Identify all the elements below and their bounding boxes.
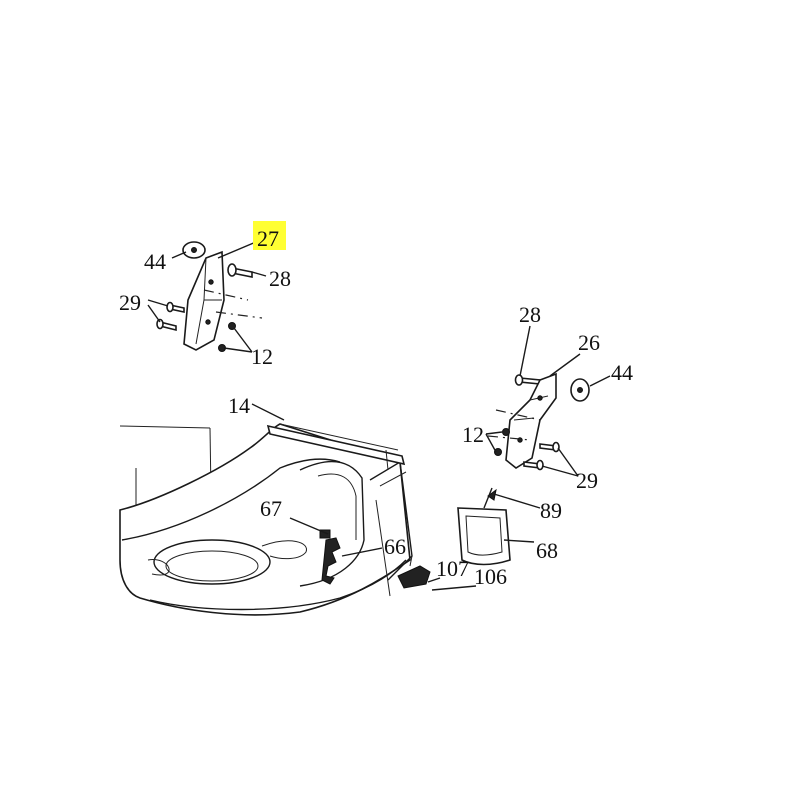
right-bracket-assembly	[485, 325, 611, 477]
label-12-left: 12	[251, 344, 273, 369]
label-29-right: 29	[576, 468, 598, 493]
label-107: 107	[436, 556, 469, 581]
label-66: 66	[384, 534, 406, 559]
label-44-left: 44	[144, 249, 166, 274]
left-bracket-assembly	[147, 241, 267, 353]
bracket-plate-right	[505, 372, 557, 469]
label-26-right: 26	[578, 330, 600, 355]
label-14: 14	[228, 393, 250, 418]
mower-deck	[119, 403, 477, 616]
flap-68	[457, 487, 541, 566]
label-67: 67	[260, 496, 282, 521]
label-28-right: 28	[519, 302, 541, 327]
label-12-right: 12	[462, 422, 484, 447]
highlight-27	[253, 221, 286, 250]
label-29-left: 29	[119, 290, 141, 315]
label-28-left: 28	[269, 266, 291, 291]
nut-12-left-a	[228, 322, 236, 330]
nut-12-right-b	[494, 448, 502, 456]
part-107	[397, 565, 431, 589]
spring-66	[321, 537, 341, 585]
label-106: 106	[474, 564, 507, 589]
label-27-highlighted: 27	[257, 226, 279, 251]
label-44-right: 44	[611, 360, 633, 385]
nut-12-right-a	[502, 428, 510, 436]
rail-14	[266, 424, 406, 466]
label-89: 89	[540, 498, 562, 523]
label-68: 68	[536, 538, 558, 563]
